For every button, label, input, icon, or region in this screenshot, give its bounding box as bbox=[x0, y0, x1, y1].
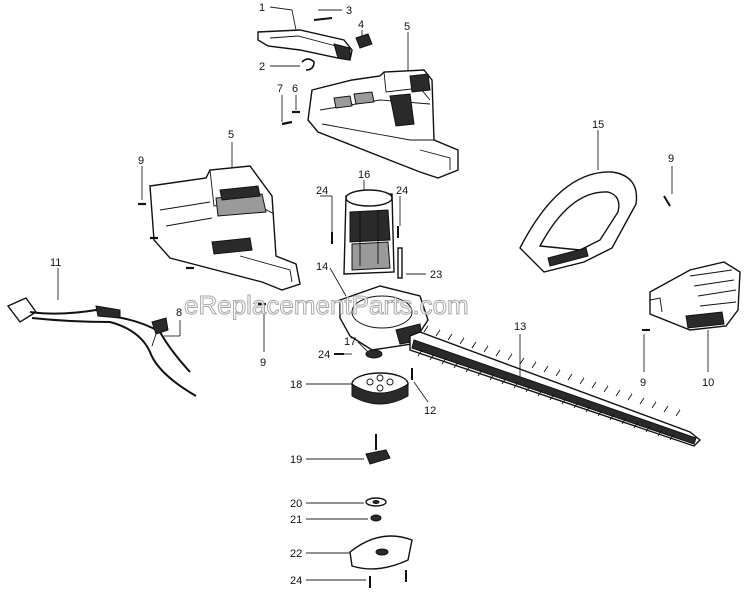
callout-22: 22 bbox=[290, 548, 302, 560]
part-20-washer bbox=[365, 497, 387, 507]
part-10-guard bbox=[649, 261, 741, 331]
callout-13: 13 bbox=[514, 321, 526, 333]
part-19-link bbox=[365, 434, 391, 465]
part-4-button bbox=[355, 33, 373, 49]
part-8-cord-clamp bbox=[151, 317, 169, 347]
part-23-pin bbox=[397, 247, 403, 279]
part-22-bottom-cover bbox=[349, 535, 413, 588]
callout-24-b: 24 bbox=[396, 185, 408, 197]
callout-15: 15 bbox=[592, 119, 604, 131]
part-21-nut bbox=[370, 514, 382, 522]
callout-8: 8 bbox=[176, 307, 182, 319]
callout-9-a: 9 bbox=[138, 155, 144, 167]
part-3-screw bbox=[313, 17, 333, 21]
callout-3: 3 bbox=[346, 5, 352, 17]
callout-11: 11 bbox=[50, 257, 61, 269]
callout-9-c: 9 bbox=[668, 153, 674, 165]
part-11-cord bbox=[6, 297, 197, 397]
callout-24-a: 24 bbox=[316, 185, 328, 197]
callout-10: 10 bbox=[702, 377, 714, 389]
callout-24-d: 24 bbox=[290, 575, 302, 587]
callout-9-d: 9 bbox=[640, 377, 646, 389]
callout-16: 16 bbox=[358, 169, 370, 181]
callout-labels: 1 2 3 4 5 5 6 7 8 9 9 9 9 10 11 12 13 14… bbox=[50, 2, 714, 587]
leader-lines bbox=[57, 6, 709, 581]
callout-19: 19 bbox=[290, 454, 302, 466]
part-16-motor bbox=[343, 189, 395, 275]
part-13-blade bbox=[409, 325, 702, 447]
callout-14: 14 bbox=[316, 261, 328, 273]
callout-12: 12 bbox=[424, 405, 436, 417]
callout-9-b: 9 bbox=[260, 357, 266, 369]
part-5-housing-left bbox=[149, 165, 301, 291]
callout-4: 4 bbox=[358, 19, 364, 31]
callout-1: 1 bbox=[259, 2, 265, 14]
callout-6: 6 bbox=[292, 83, 298, 95]
callout-20: 20 bbox=[290, 498, 302, 510]
callout-7: 7 bbox=[277, 83, 283, 95]
part-5-housing-right bbox=[307, 69, 459, 179]
part-15-front-handle bbox=[519, 171, 638, 273]
callout-2: 2 bbox=[259, 61, 265, 73]
part-1-handle bbox=[257, 29, 353, 61]
part-2-clip bbox=[301, 58, 315, 71]
part-9-screw-right-top bbox=[663, 195, 671, 207]
callout-5-top: 5 bbox=[404, 21, 410, 33]
watermark: eReplacementParts.com bbox=[184, 290, 469, 320]
callout-21: 21 bbox=[290, 514, 302, 526]
callout-18: 18 bbox=[290, 379, 302, 391]
callout-17: 17 bbox=[344, 336, 356, 348]
part-18-gear bbox=[351, 372, 409, 405]
part-17-bushing bbox=[365, 349, 383, 359]
callout-5-left: 5 bbox=[228, 129, 234, 141]
callout-23: 23 bbox=[430, 269, 442, 281]
part-24-screws-motor bbox=[331, 226, 399, 244]
part-7-screw bbox=[281, 120, 293, 126]
callout-24-c: 24 bbox=[318, 349, 330, 361]
part-9-screws-left bbox=[138, 202, 266, 306]
